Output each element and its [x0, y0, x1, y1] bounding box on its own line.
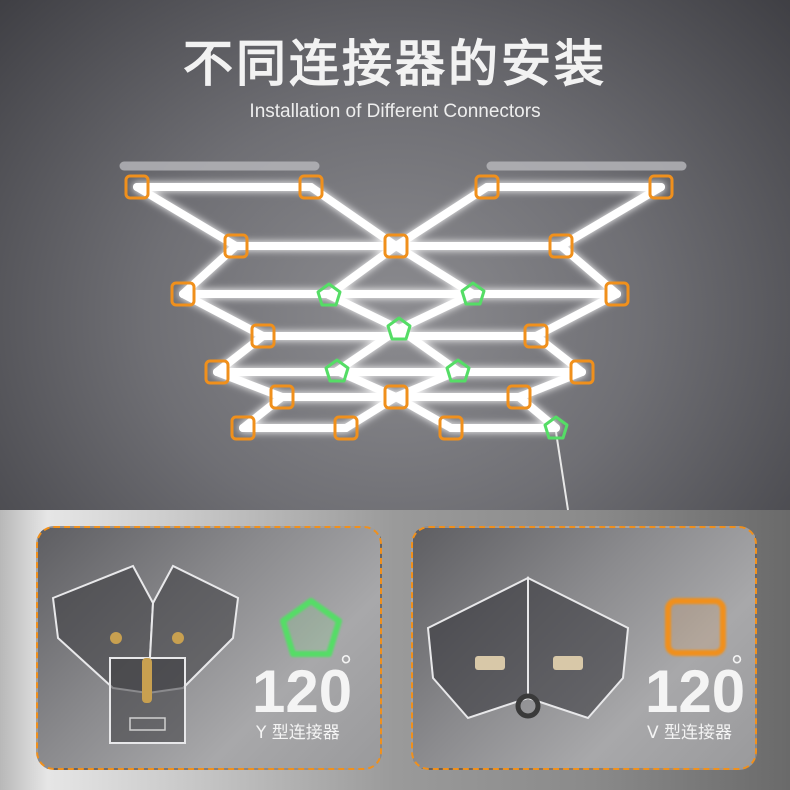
- pentagon-icon: [280, 598, 342, 657]
- y-connector-markers: [316, 281, 569, 440]
- v-connector-card: 120 ° V 型连接器: [411, 526, 757, 770]
- y-connector-card: 120 ° Y 型连接器: [36, 526, 382, 770]
- connector-label: Y 型连接器: [256, 723, 340, 743]
- light-grid-diagram: [119, 161, 687, 511]
- power-cable: [555, 431, 569, 511]
- square-icon: [665, 598, 726, 656]
- degree-symbol: °: [340, 650, 352, 683]
- degree-symbol: °: [731, 650, 743, 683]
- angle-value: 120: [645, 658, 746, 725]
- connector-label: V 型连接器: [647, 723, 733, 743]
- v-connector-markers: [124, 174, 674, 441]
- angle-value: 120: [252, 658, 353, 725]
- page-title: 不同连接器的安装: [183, 35, 607, 93]
- y-connector-illustration: [51, 564, 342, 744]
- v-connector-illustration: [426, 576, 726, 720]
- led-tubes: [133, 183, 665, 432]
- page-subtitle: Installation of Different Connectors: [249, 101, 541, 122]
